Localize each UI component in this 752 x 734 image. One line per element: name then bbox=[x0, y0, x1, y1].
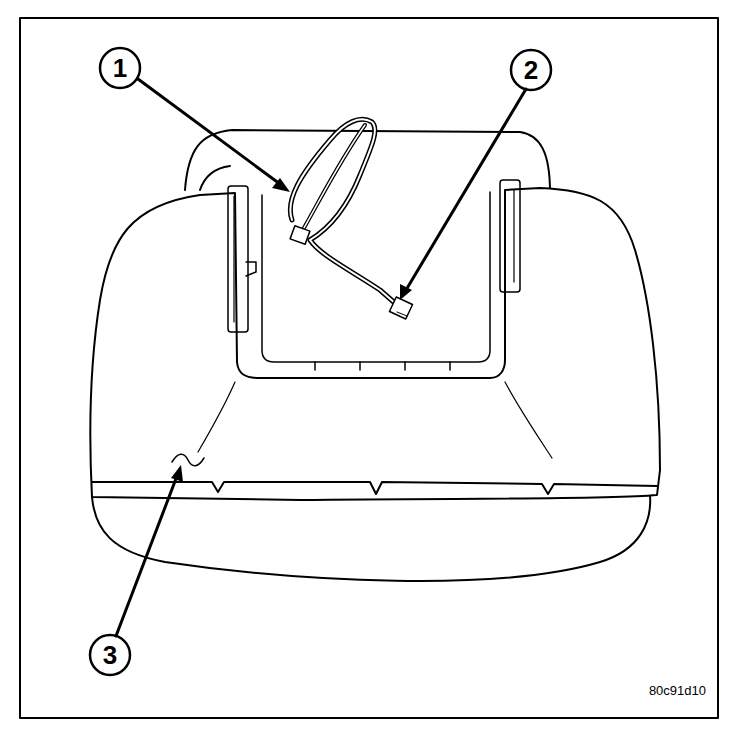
pan-ribs bbox=[315, 362, 450, 370]
left-slot-line bbox=[233, 196, 234, 322]
seam-left bbox=[198, 382, 235, 452]
callout-number: 3 bbox=[103, 642, 117, 668]
cushion-foam bbox=[90, 188, 660, 500]
arrowhead bbox=[400, 284, 412, 300]
callout-number: 2 bbox=[524, 57, 538, 83]
seam-right bbox=[505, 382, 552, 458]
seat-pan-edge bbox=[200, 166, 230, 190]
right-slot bbox=[500, 180, 520, 292]
left-slot bbox=[228, 186, 248, 332]
leader-line bbox=[116, 476, 177, 636]
callout-circle bbox=[90, 635, 130, 675]
leader-line bbox=[406, 89, 526, 290]
cushion-underside bbox=[92, 495, 650, 581]
arrowhead bbox=[272, 178, 290, 192]
right-slot-line bbox=[513, 190, 514, 282]
callout-number: 1 bbox=[113, 55, 127, 81]
frame bbox=[20, 18, 718, 718]
material-mark bbox=[172, 454, 204, 466]
callout-circle bbox=[100, 48, 140, 88]
leader-line bbox=[138, 79, 280, 184]
callout-circle bbox=[511, 50, 551, 90]
arrowhead bbox=[171, 465, 183, 482]
wire-harness bbox=[290, 119, 412, 319]
left-clip bbox=[246, 262, 256, 276]
pan-inner-edge bbox=[262, 192, 490, 362]
cushion-front-lip bbox=[92, 482, 657, 494]
figure-code: 80c91d10 bbox=[649, 683, 706, 698]
